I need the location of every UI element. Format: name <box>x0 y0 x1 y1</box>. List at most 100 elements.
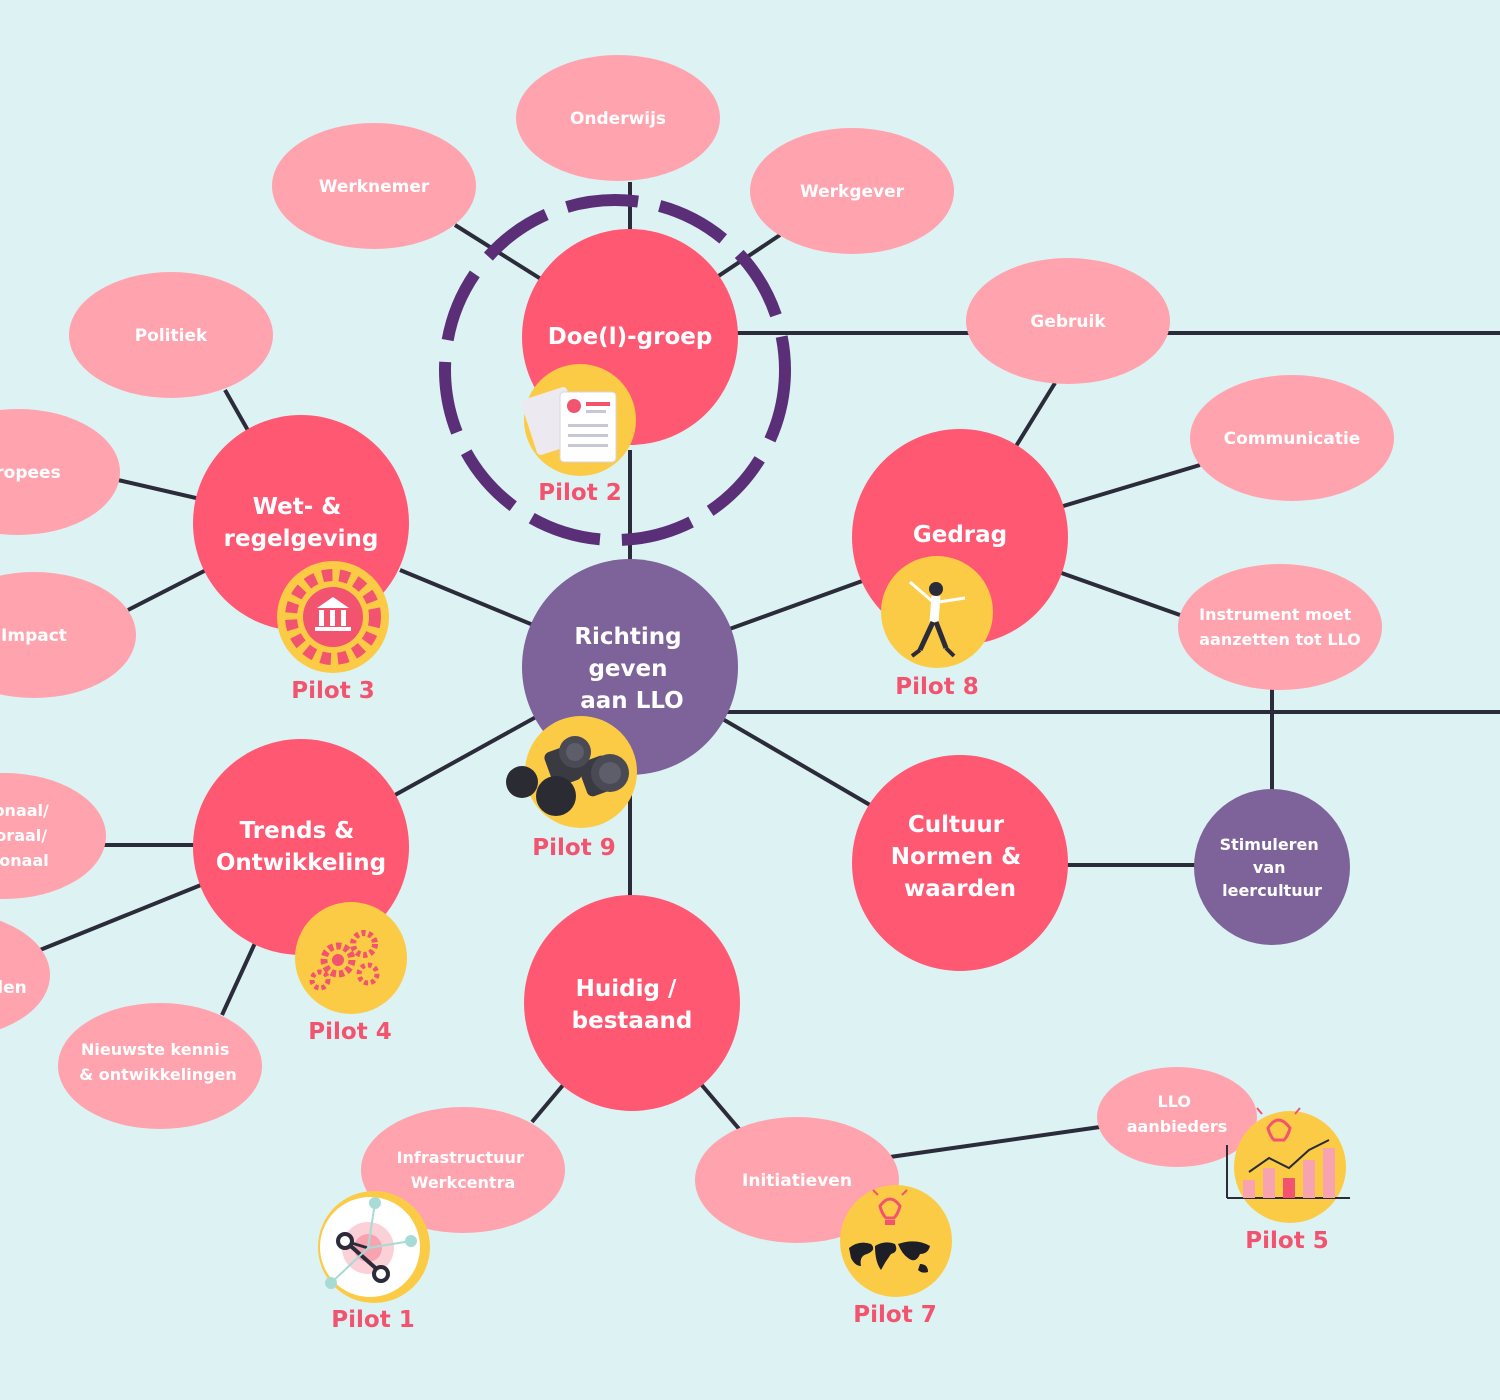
leaf-shape <box>1178 564 1382 690</box>
node-label: Stimuleren van leercultuur <box>1220 835 1325 900</box>
node-cultuur: Cultuur Normen & waarden <box>852 755 1068 971</box>
node-label-line: van <box>1253 858 1286 877</box>
node-label-line: Huidig / <box>576 976 677 1002</box>
node-label: Huidig / bestaand <box>572 976 693 1034</box>
leaf-label-line: onaal <box>0 851 49 870</box>
node-label-line: Cultuur <box>908 812 1005 838</box>
leaf-label-line: Werknemer <box>319 177 430 197</box>
pilot-label: Pilot 8 <box>895 674 978 700</box>
jumping-person-icon <box>909 580 966 658</box>
pilot-4-badge: Pilot 4 <box>295 902 407 1045</box>
documents-icon <box>521 387 617 463</box>
leaf-shape <box>272 123 476 249</box>
leaf-label: Politiek <box>135 326 208 346</box>
leaf-nationaal: onaal/ oraal/ onaal <box>0 773 106 899</box>
leaf-shape <box>361 1107 565 1233</box>
pilot-label: Pilot 9 <box>532 835 615 861</box>
leaf-communicatie: Communicatie <box>1190 375 1394 501</box>
leaf-label-line: Nieuwste kennis <box>81 1040 229 1059</box>
pilot-7-badge: Pilot 7 <box>840 1185 952 1328</box>
node-label-line: bestaand <box>572 1008 693 1034</box>
leaf-label-line: aanzetten tot LLO <box>1199 630 1361 649</box>
leaf-label: Communicatie <box>1224 429 1361 449</box>
pilot-1-badge: Pilot 1 <box>318 1191 430 1333</box>
leaf-shape <box>750 128 954 254</box>
leaf-shape <box>1097 1067 1257 1167</box>
leaf-shape <box>0 773 106 899</box>
node-label-line: Gedrag <box>913 522 1007 548</box>
node-label-line: Trends & <box>240 818 355 844</box>
leaf-werkgever: Werkgever <box>750 128 954 254</box>
leaf-label-line: len <box>0 978 27 998</box>
leaf-label: Werknemer <box>319 177 430 197</box>
pilot-label: Pilot 1 <box>331 1307 414 1333</box>
leaf-shape <box>516 55 720 181</box>
gears-icon <box>309 930 380 991</box>
node-shape <box>193 739 409 955</box>
leaf-label-line: Initiatieven <box>742 1171 852 1191</box>
node-label-line: Wet- & <box>253 494 342 520</box>
pilot-label: Pilot 4 <box>308 1019 391 1045</box>
leaf-label-line: aanbieders <box>1127 1117 1228 1136</box>
leaf-europees: ropees <box>0 409 120 535</box>
leaf-label: Werkgever <box>800 182 905 202</box>
leaf-label: ropees <box>0 463 61 483</box>
node-label-line: Stimuleren <box>1220 835 1319 854</box>
node-label-line: geven <box>588 656 667 682</box>
leaf-werknemer: Werknemer <box>272 123 476 249</box>
leaf-label: LLO aanbieders <box>1127 1092 1228 1136</box>
leaf-len: len <box>0 920 50 1030</box>
pilot-8-badge: Pilot 8 <box>881 556 993 700</box>
network-icon <box>325 1197 417 1289</box>
node-label: Gedrag <box>913 522 1007 548</box>
leaf-shape <box>0 920 50 1030</box>
leaf-label: len <box>0 978 27 998</box>
leaf-shape <box>1190 375 1394 501</box>
pilot-5-badge: Pilot 5 <box>1226 1107 1350 1254</box>
leaf-shape <box>695 1117 899 1243</box>
node-label-line: Ontwikkeling <box>216 850 386 876</box>
pilot-badge-circle <box>295 902 407 1014</box>
leaf-label: Instrument moet aanzetten tot LLO <box>1199 605 1361 649</box>
leaf-label-line: Infrastructuur <box>397 1148 524 1167</box>
pilot-label: Pilot 5 <box>1245 1228 1328 1254</box>
node-trends-ontwikkeling: Trends & Ontwikkeling <box>193 739 409 955</box>
leaf-shape <box>966 258 1170 384</box>
leaf-label-line: Instrument moet <box>1199 605 1351 624</box>
node-label-line: regelgeving <box>224 526 379 552</box>
leaf-instrument: Instrument moet aanzetten tot LLO <box>1178 564 1382 690</box>
leaf-gebruik: Gebruik <box>966 258 1170 384</box>
leaf-label-line: Impact <box>1 626 67 646</box>
leaf-label-line: Communicatie <box>1224 429 1361 449</box>
node-label-line: Normen & <box>891 844 1021 870</box>
node-label-line: leercultuur <box>1222 881 1322 900</box>
leaf-label: Infrastructuur Werkcentra <box>397 1148 530 1192</box>
leaf-shape <box>0 572 136 698</box>
leaf-label: onaal/ oraal/ onaal <box>0 801 54 870</box>
leaf-label-line: LLO <box>1158 1092 1191 1111</box>
leaf-label: Nieuwste kennis & ontwikkelingen <box>79 1040 237 1084</box>
government-gear-icon <box>285 569 381 665</box>
leaf-onderwijs: Onderwijs <box>516 55 720 181</box>
leaf-shape <box>0 409 120 535</box>
leaf-politiek: Politiek <box>69 272 273 398</box>
pilot-label: Pilot 7 <box>853 1302 936 1328</box>
leaf-label-line: onaal/ <box>0 801 49 820</box>
node-label: Wet- & regelgeving <box>224 494 379 552</box>
node-label-line: Doe(l)-groep <box>548 324 713 350</box>
leaf-label: Gebruik <box>1030 312 1106 332</box>
node-label: Richting geven aan LLO <box>574 624 689 714</box>
leaf-shape <box>58 1003 262 1129</box>
leaf-shape <box>69 272 273 398</box>
leaf-label-line: Werkcentra <box>411 1173 516 1192</box>
leaf-initiatieven: Initiatieven <box>695 1117 899 1243</box>
node-stimuleren-leercultuur: Stimuleren van leercultuur <box>1194 789 1350 945</box>
world-map-lightbulb-icon <box>849 1189 930 1273</box>
growth-chart-icon <box>1226 1107 1350 1199</box>
node-shape <box>1194 789 1350 945</box>
leaf-label: Impact <box>1 626 67 646</box>
pilot-3-badge: Pilot 3 <box>277 561 389 704</box>
node-label-line: waarden <box>904 876 1016 902</box>
pilot-9-badge: Pilot 9 <box>506 716 637 861</box>
